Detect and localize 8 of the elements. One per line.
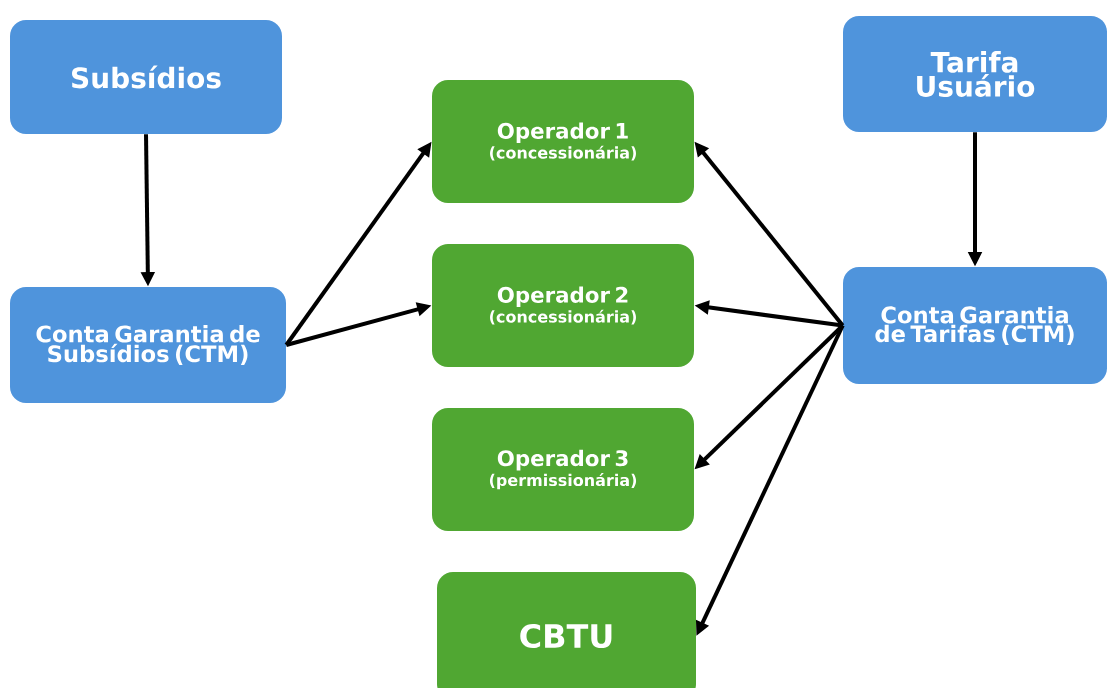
process-box: Tarifa Usuário [843, 16, 1107, 132]
process-box: Subsídios [10, 20, 282, 134]
process-box: Operador 3 (permissionária) [432, 408, 694, 531]
process-box: Conta Garantia de Subsídios (CTM) [10, 287, 286, 403]
process-box: Operador 2 (concessionária) [432, 244, 694, 367]
process-box: Conta Garantia de Tarifas (CTM) [843, 267, 1107, 384]
process-box: Operador 1 (concessionária) [432, 80, 694, 203]
process-box: CBTU [437, 572, 696, 688]
